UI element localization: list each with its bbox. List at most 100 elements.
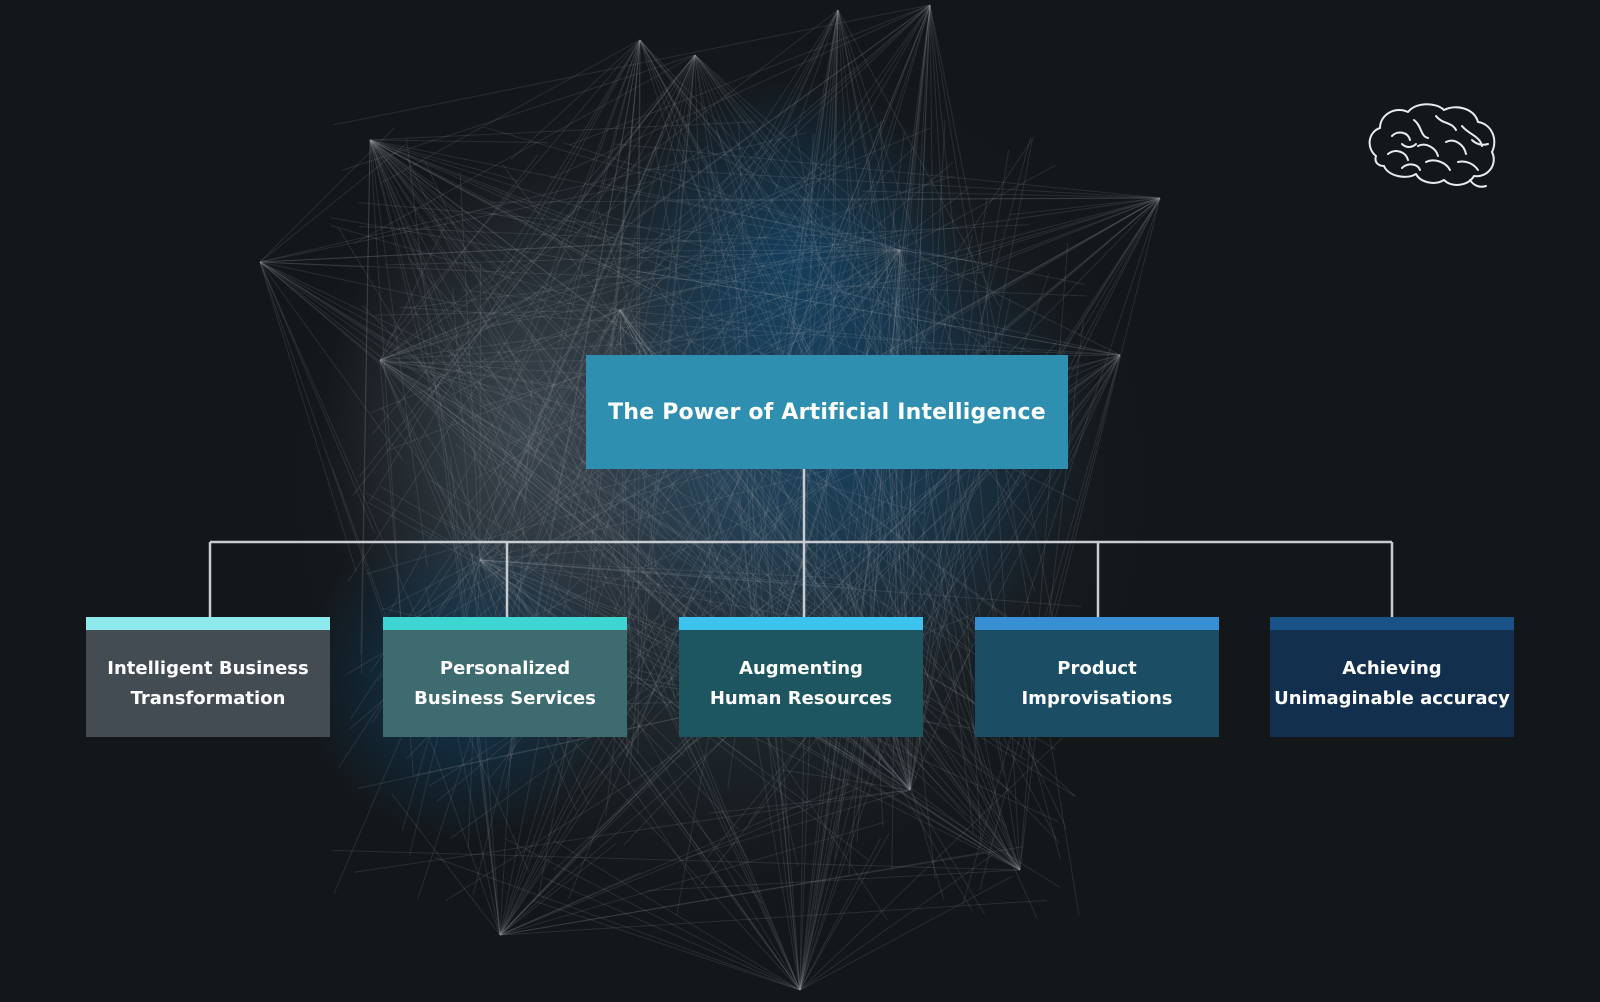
network-edge bbox=[827, 9, 839, 195]
network-edge bbox=[639, 39, 892, 374]
network-edge bbox=[499, 9, 839, 617]
network-edge bbox=[369, 139, 658, 593]
child-body: Intelligent Business Transformation bbox=[86, 630, 330, 737]
network-edge bbox=[468, 309, 621, 506]
network-edge bbox=[259, 127, 395, 263]
network-edge bbox=[379, 359, 703, 671]
network-edge bbox=[379, 359, 718, 633]
child-label-line: Human Resources bbox=[709, 687, 893, 709]
network-edge bbox=[669, 197, 1161, 341]
network-edge bbox=[379, 278, 652, 361]
network-edge bbox=[929, 4, 1061, 653]
network-edge bbox=[360, 139, 371, 655]
network-edge bbox=[1067, 354, 1121, 468]
network-edge bbox=[646, 869, 1021, 892]
network-edge bbox=[799, 875, 1013, 991]
network-edge bbox=[388, 39, 641, 339]
network-edge bbox=[359, 54, 696, 477]
network-edge bbox=[907, 4, 931, 569]
network-edge bbox=[369, 139, 914, 376]
network-edge bbox=[369, 139, 1085, 285]
network-edge bbox=[619, 309, 909, 341]
network-edge bbox=[891, 249, 901, 870]
network-edge bbox=[1078, 197, 1161, 337]
child-label-line: Business Services bbox=[414, 687, 596, 709]
network-edge bbox=[369, 139, 498, 619]
child-label-line: Product bbox=[1057, 657, 1137, 679]
network-edge bbox=[387, 249, 901, 452]
network-edge bbox=[694, 54, 945, 900]
network-edge bbox=[694, 54, 821, 229]
network-edge bbox=[379, 175, 955, 361]
network-edge bbox=[799, 854, 994, 991]
network-edge bbox=[499, 846, 1024, 936]
network-edge bbox=[530, 334, 801, 991]
network-edge bbox=[861, 430, 1021, 871]
network-edge bbox=[358, 202, 901, 251]
network-edge bbox=[404, 249, 901, 309]
network-edge bbox=[550, 4, 931, 180]
child-label-line: Intelligent Business bbox=[107, 657, 309, 679]
network-edge bbox=[259, 242, 640, 263]
network-edge bbox=[354, 54, 696, 244]
network-edge bbox=[405, 156, 801, 991]
network-edge bbox=[899, 249, 947, 270]
child-node-unimaginable-accuracy: Achieving Unimaginable accuracy bbox=[1270, 617, 1514, 737]
network-edge bbox=[1019, 320, 1084, 871]
network-edge bbox=[479, 548, 605, 561]
network-edge bbox=[479, 419, 515, 561]
network-edge bbox=[369, 139, 539, 569]
network-edge bbox=[677, 197, 1161, 201]
network-edge bbox=[799, 770, 846, 991]
network-edge bbox=[379, 154, 538, 361]
child-label: Achieving Unimaginable accuracy bbox=[1274, 654, 1510, 714]
network-edge bbox=[499, 195, 867, 936]
network-edge bbox=[369, 139, 750, 863]
network-edge bbox=[369, 39, 641, 502]
network-edge bbox=[379, 127, 932, 361]
child-label-line: Transformation bbox=[130, 687, 286, 709]
network-edge bbox=[337, 227, 801, 991]
network-edge bbox=[899, 249, 972, 262]
network-edge bbox=[619, 237, 856, 311]
child-accent-bar bbox=[975, 617, 1219, 630]
network-edge bbox=[899, 164, 1056, 251]
network-edge bbox=[501, 163, 1021, 871]
network-edge bbox=[369, 139, 519, 182]
network-edge bbox=[499, 851, 985, 936]
network-edge bbox=[513, 54, 696, 478]
network-edge bbox=[799, 832, 891, 991]
network-edge bbox=[489, 39, 641, 283]
network-edge bbox=[385, 249, 901, 266]
network-edge bbox=[479, 559, 857, 589]
network-edge bbox=[399, 306, 1121, 356]
network-edge bbox=[584, 249, 901, 252]
network-edge bbox=[497, 39, 641, 410]
network-edge bbox=[369, 139, 704, 318]
network-edge bbox=[736, 491, 801, 991]
network-edge bbox=[488, 54, 696, 572]
network-edge bbox=[380, 486, 911, 791]
network-edge bbox=[476, 209, 1121, 356]
network-edge bbox=[619, 229, 903, 311]
network-edge bbox=[929, 4, 935, 343]
network-edge bbox=[677, 147, 1021, 871]
network-edge bbox=[694, 54, 816, 194]
network-edge bbox=[379, 359, 762, 639]
network-edge bbox=[614, 143, 1161, 199]
network-edge bbox=[461, 289, 621, 311]
network-edge bbox=[259, 261, 1088, 297]
network-edge bbox=[483, 39, 641, 661]
network-edge bbox=[259, 132, 807, 263]
network-edge bbox=[909, 653, 970, 791]
network-edge bbox=[822, 9, 839, 619]
network-edge bbox=[668, 4, 931, 687]
network-edge bbox=[619, 119, 886, 311]
network-edge bbox=[369, 139, 799, 306]
network-edge bbox=[837, 9, 1036, 592]
network-edge bbox=[632, 4, 931, 221]
network-edge bbox=[379, 310, 746, 361]
network-edge bbox=[479, 559, 844, 626]
network-edge bbox=[459, 172, 481, 561]
network-edge bbox=[753, 736, 1021, 871]
